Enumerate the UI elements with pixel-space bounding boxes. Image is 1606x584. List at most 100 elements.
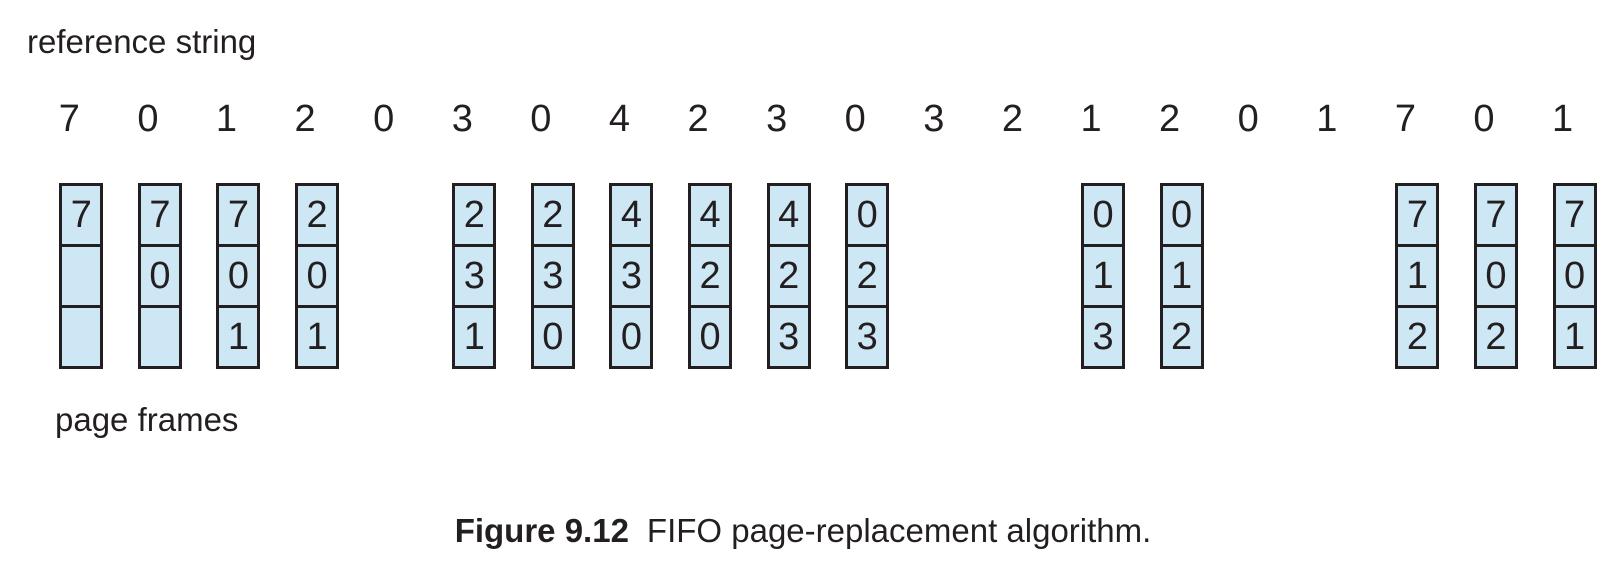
page-frame-cell: 2: [848, 244, 887, 305]
reference-digit: 1: [1316, 98, 1338, 140]
figure-caption-number: Figure 9.12: [454, 512, 629, 549]
page-frame-cell: 2: [1476, 305, 1515, 366]
page-frame-cell: 1: [455, 305, 494, 366]
reference-digit: 2: [1159, 98, 1181, 140]
page-frame-cell: 7: [1398, 186, 1437, 244]
reference-column: 2: [973, 98, 1052, 369]
page-frame-cell: 3: [612, 244, 651, 305]
reference-digit: 1: [1552, 98, 1574, 140]
page-frame-cell: 0: [533, 305, 572, 366]
page-frame-cell: 0: [1476, 244, 1515, 305]
page-frame-cell: 2: [298, 186, 337, 244]
figure-caption-text: FIFO page-replacement algorithm.: [646, 512, 1152, 549]
page-frame-cell: 0: [1555, 244, 1594, 305]
page-frame-cell: 4: [691, 186, 730, 244]
reference-digit: 0: [373, 98, 395, 140]
page-frame-cell: 0: [140, 244, 179, 305]
page-frame-cell: [62, 305, 101, 366]
reference-digit: 0: [1473, 98, 1495, 140]
reference-column: 3: [895, 98, 974, 369]
page-frame-cell: 2: [1398, 305, 1437, 366]
figure-caption: Figure 9.12 FIFO page-replacement algorit…: [0, 512, 1606, 550]
reference-column: 0: [344, 98, 423, 369]
page-frame-cell: 3: [848, 305, 887, 366]
reference-digit: 1: [1080, 98, 1102, 140]
reference-column: 0: [1209, 98, 1288, 369]
page-frame-cell: 2: [533, 186, 572, 244]
page-frame-cell: 3: [769, 305, 808, 366]
page-frame-cell: 1: [298, 305, 337, 366]
page-frame-cell: 4: [612, 186, 651, 244]
reference-digit: 0: [530, 98, 552, 140]
reference-digit: 0: [844, 98, 866, 140]
page-frame-cell: 1: [219, 305, 258, 366]
page-frame-cell: 2: [691, 244, 730, 305]
page-frame-cell: 3: [1084, 305, 1123, 366]
reference-digit: 2: [294, 98, 316, 140]
page-frame-cell: 7: [219, 186, 258, 244]
reference-digit: 7: [1394, 98, 1416, 140]
page-frame-cell: [62, 244, 101, 305]
page-frame-cell: 4: [769, 186, 808, 244]
reference-digit: 3: [451, 98, 473, 140]
page-frame-stack: 7: [59, 183, 104, 369]
page-frame-cell: 1: [1084, 244, 1123, 305]
reference-column: 1: [1288, 98, 1367, 369]
page-frame-cell: 1: [1398, 244, 1437, 305]
page-frame-cell: 0: [612, 305, 651, 366]
page-frame-cell: 0: [1162, 186, 1201, 244]
page-frame-cell: 3: [455, 244, 494, 305]
reference-digit: 1: [215, 98, 238, 140]
page-frame-cell: 3: [533, 244, 572, 305]
page-frame-cell: 1: [1555, 305, 1594, 366]
page-frame-cell: 1: [1162, 244, 1201, 305]
page-frame-cell: 7: [1476, 186, 1515, 244]
page-frame-cell: 2: [1162, 305, 1201, 366]
page-frame-cell: 7: [140, 186, 179, 244]
page-frame-cell: 0: [219, 244, 258, 305]
reference-digit: 2: [1001, 98, 1023, 140]
reference-string-label: reference string: [27, 23, 257, 60]
reference-digit: 7: [58, 98, 80, 140]
reference-digit: 0: [1237, 98, 1259, 140]
page-frame-cell: 7: [1555, 186, 1594, 244]
page-frame-cell: 0: [848, 186, 887, 244]
reference-digit: 2: [687, 98, 709, 140]
page-frame-cell: 0: [691, 305, 730, 366]
reference-digit: 3: [923, 98, 945, 140]
page-frame-cell: 7: [62, 186, 101, 244]
reference-digit: 4: [608, 98, 631, 140]
page-frame-cell: 2: [769, 244, 808, 305]
